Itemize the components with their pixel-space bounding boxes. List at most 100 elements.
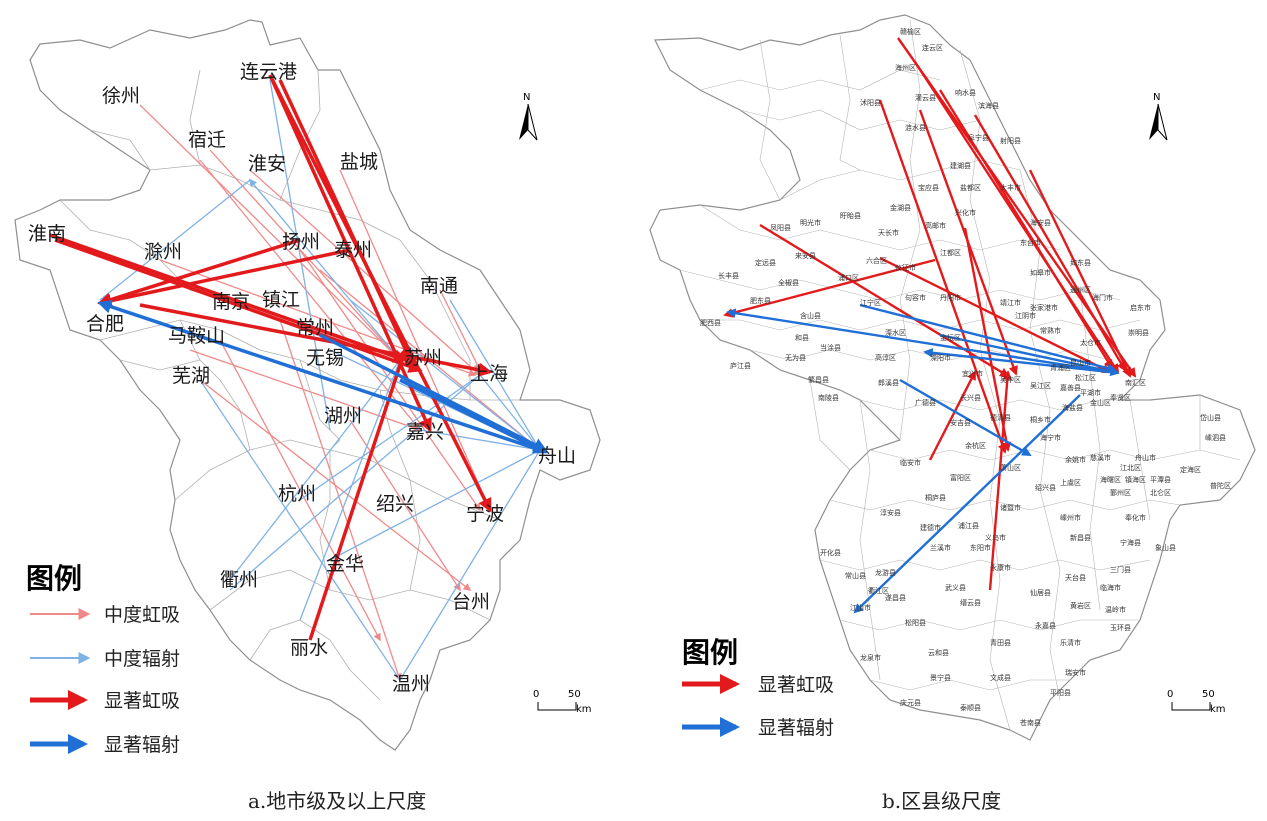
city-label: 上海	[470, 363, 508, 385]
svg-text:天台县: 天台县	[1065, 573, 1086, 582]
legend-label: 显著虹吸	[758, 674, 834, 696]
svg-text:嘉善县: 嘉善县	[1060, 383, 1081, 392]
svg-text:涟水县: 涟水县	[905, 123, 926, 132]
svg-text:遂昌县: 遂昌县	[885, 593, 906, 602]
svg-text:奉贤区: 奉贤区	[1110, 393, 1131, 402]
city-label: 衢州	[220, 569, 258, 591]
svg-text:安吉县: 安吉县	[950, 418, 971, 427]
svg-text:象山县: 象山县	[1155, 543, 1176, 552]
svg-text:响水县: 响水县	[955, 88, 976, 97]
city-label: 扬州	[282, 231, 320, 253]
svg-text:长丰县: 长丰县	[718, 271, 739, 280]
svg-text:桐庐县: 桐庐县	[925, 493, 946, 502]
city-label: 淮安	[248, 153, 286, 175]
svg-text:南陵县: 南陵县	[818, 393, 839, 402]
county-labels-b: 赣榆区 连云区 海州区 灌云县 响水县 滨海县 阜宁县 射阳县 沭阳县 涟水县 …	[700, 27, 1231, 727]
svg-text:上虞区: 上虞区	[1060, 478, 1081, 487]
svg-text:南汇区: 南汇区	[1125, 378, 1146, 387]
city-label: 常州	[296, 317, 334, 339]
svg-text:沭阳县: 沭阳县	[860, 98, 881, 107]
svg-text:含山县: 含山县	[800, 311, 821, 320]
svg-text:镇海区: 镇海区	[1125, 475, 1146, 484]
legend-label: 显著辐射	[758, 717, 834, 739]
svg-text:句容市: 句容市	[905, 293, 926, 302]
svg-text:海宁市: 海宁市	[1040, 433, 1061, 442]
svg-text:岱山县: 岱山县	[1200, 413, 1221, 422]
svg-text:临海市: 临海市	[1100, 583, 1121, 592]
svg-text:常山县: 常山县	[845, 571, 866, 580]
svg-text:青浦区: 青浦区	[1050, 363, 1071, 372]
svg-text:来安县: 来安县	[795, 251, 816, 260]
svg-text:灌云县: 灌云县	[915, 93, 936, 102]
svg-text:赣榆区: 赣榆区	[900, 27, 921, 36]
svg-text:长兴县: 长兴县	[960, 393, 981, 402]
city-label: 台州	[452, 591, 490, 613]
significant-radiation-flows-a	[97, 299, 548, 454]
city-label: 苏州	[404, 347, 442, 369]
caption-a: a.地市级及以上尺度	[248, 789, 426, 813]
svg-text:大丰市: 大丰市	[1000, 183, 1021, 192]
svg-text:50: 50	[568, 689, 581, 700]
svg-text:仙居县: 仙居县	[1030, 588, 1051, 597]
svg-text:常熟市: 常熟市	[1040, 326, 1061, 335]
svg-text:昆山市: 昆山市	[1070, 358, 1091, 367]
legend-b: 图例 显著虹吸 显著辐射	[682, 636, 834, 739]
svg-text:0: 0	[533, 689, 539, 700]
city-label: 金华	[326, 553, 364, 575]
city-labels-a: 连云港 徐州 宿迁 淮安 盐城 淮南 滁州 扬州 泰州 南通 合肥 南京 镇江 …	[28, 61, 576, 695]
svg-text:德清县: 德清县	[990, 413, 1011, 422]
svg-text:太仓市: 太仓市	[1080, 338, 1101, 347]
svg-text:黄岩区: 黄岩区	[1070, 601, 1091, 610]
significant-radiation-flows-b	[726, 303, 1120, 614]
svg-text:金坛区: 金坛区	[940, 333, 961, 342]
city-label: 泰州	[334, 239, 372, 261]
svg-text:萧山区: 萧山区	[1000, 463, 1021, 472]
city-label: 绍兴	[376, 493, 414, 515]
svg-text:浦口区: 浦口区	[838, 273, 859, 282]
svg-text:江宁区: 江宁区	[860, 298, 881, 307]
svg-text:宁海县: 宁海县	[1120, 538, 1141, 547]
svg-text:连云区: 连云区	[922, 43, 943, 52]
svg-text:龙泉市: 龙泉市	[860, 653, 881, 662]
svg-text:松江区: 松江区	[1075, 373, 1096, 382]
svg-text:N: N	[1153, 92, 1160, 103]
svg-text:奉化市: 奉化市	[1125, 513, 1146, 522]
svg-text:定海区: 定海区	[1180, 465, 1201, 474]
legend-label: 显著虹吸	[104, 690, 180, 712]
north-arrow-icon: N	[1149, 92, 1168, 141]
panel-b: 赣榆区 连云区 海州区 灌云县 响水县 滨海县 阜宁县 射阳县 沭阳县 涟水县 …	[649, 14, 1256, 813]
city-label: 舟山	[538, 445, 576, 467]
svg-text:溧阳市: 溧阳市	[930, 353, 951, 362]
caption-b: b.区县级尺度	[882, 789, 1001, 813]
scale-bar: 0 50 km	[1167, 689, 1226, 715]
svg-text:舟山市: 舟山市	[1135, 453, 1156, 462]
svg-text:云和县: 云和县	[928, 648, 949, 657]
svg-text:吴江区: 吴江区	[1030, 382, 1051, 390]
city-label: 杭州	[278, 483, 316, 505]
svg-text:衢江区: 衢江区	[868, 586, 889, 595]
svg-text:永嘉县: 永嘉县	[1035, 621, 1056, 630]
svg-text:临安市: 临安市	[900, 458, 921, 467]
svg-text:滨海县: 滨海县	[978, 101, 999, 110]
region-outline-b	[649, 14, 1256, 741]
legend-a: 图例 中度虹吸 中度辐射 显著虹吸 显著辐射	[26, 562, 180, 756]
city-label: 南通	[420, 275, 458, 297]
svg-text:嵊泗县: 嵊泗县	[1205, 433, 1226, 442]
svg-text:青田县: 青田县	[990, 638, 1011, 647]
svg-text:km: km	[1210, 704, 1226, 715]
svg-text:富阳区: 富阳区	[950, 473, 971, 482]
svg-text:郎溪县: 郎溪县	[878, 378, 899, 387]
city-label: 丽水	[290, 637, 328, 659]
svg-text:三门县: 三门县	[1110, 565, 1131, 574]
svg-text:开化县: 开化县	[820, 548, 841, 557]
svg-text:全椒县: 全椒县	[778, 278, 799, 287]
legend-label: 中度辐射	[104, 648, 180, 670]
svg-text:平阳县: 平阳县	[1050, 688, 1071, 697]
svg-text:江都区: 江都区	[940, 249, 961, 257]
svg-text:兴化市: 兴化市	[955, 208, 976, 217]
svg-text:张家港市: 张家港市	[1030, 303, 1058, 312]
svg-text:吴中区: 吴中区	[1000, 375, 1021, 384]
county-boundaries-b	[679, 19, 1241, 731]
svg-text:和县: 和县	[795, 333, 809, 342]
legend-label: 显著辐射	[104, 734, 180, 756]
